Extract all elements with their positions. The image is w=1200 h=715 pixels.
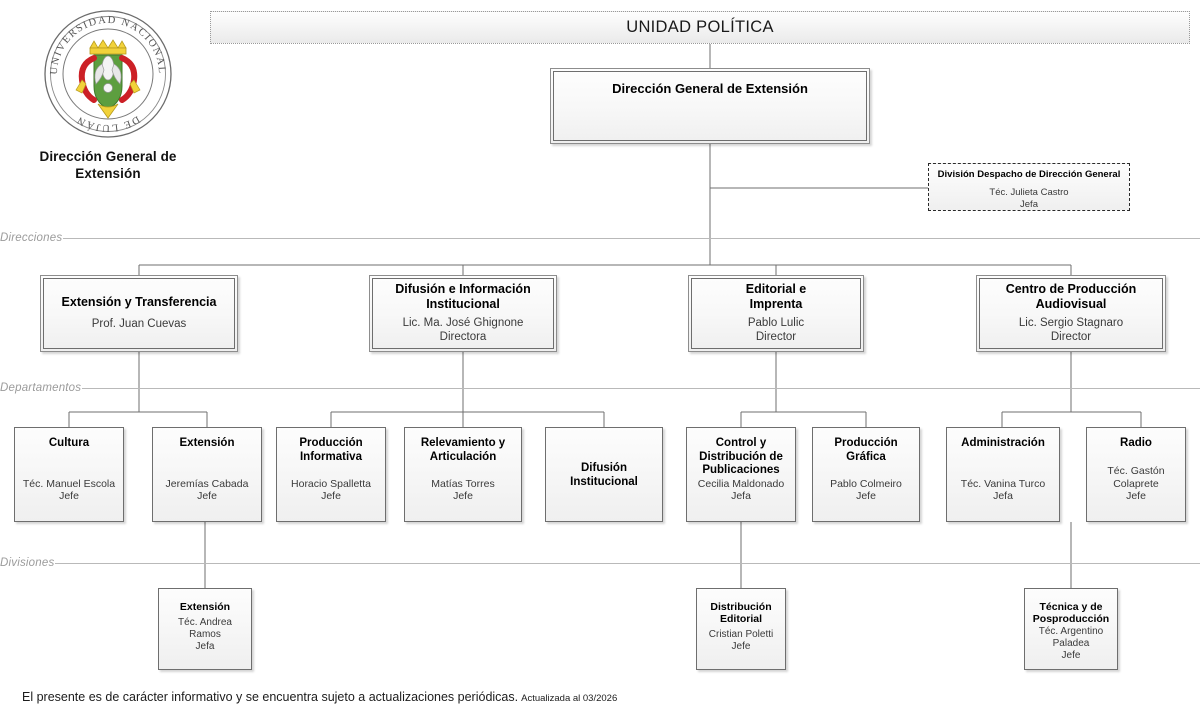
node-person: Lic. Ma. José Ghignone	[402, 316, 524, 329]
row-label-divisiones: Divisiones	[0, 557, 55, 569]
node-person: Matías Torres	[431, 477, 495, 490]
university-logo-block: UNIVERSIDAD NACIONAL DE LUJÁN Direcc	[18, 8, 198, 183]
node-role: Jefe	[856, 490, 876, 503]
node-role: Jefe	[1126, 490, 1146, 503]
node-person: Horacio Spalletta	[291, 477, 371, 490]
node-title: Producción Gráfica	[834, 437, 898, 463]
node-person: Téc. Vanina Turco	[960, 477, 1046, 490]
node-role: Director	[1050, 330, 1092, 343]
node-difusion-institucional[interactable]: Difusión Institucional	[545, 427, 663, 522]
node-role: Director	[755, 330, 797, 343]
node-radio[interactable]: Radio Téc. Gastón Colaprete Jefe	[1086, 427, 1186, 522]
node-title: Control y Distribución de Publicaciones	[699, 437, 783, 477]
node-title: Extensión	[179, 601, 231, 613]
node-person: Cecilia Maldonado	[697, 477, 785, 490]
row-separator-divisiones: Divisiones	[0, 556, 1200, 570]
node-produccion-informativa[interactable]: Producción Informativa Horacio Spalletta…	[276, 427, 386, 522]
node-person: Pablo Lulic	[747, 316, 805, 329]
node-role: Jefe	[1061, 649, 1081, 661]
node-person: Lic. Sergio Stagnaro	[1018, 316, 1124, 329]
node-administracion[interactable]: Administración Téc. Vanina Turco Jefa	[946, 427, 1060, 522]
node-cultura[interactable]: Cultura Téc. Manuel Escola Jefe	[14, 427, 124, 522]
node-title: Difusión e Información Institucional	[395, 282, 531, 312]
node-person: Téc. Gastón Colaprete	[1107, 465, 1165, 490]
node-extension-y-transferencia[interactable]: Extensión y Transferencia Prof. Juan Cue…	[40, 275, 238, 352]
node-role: Jefe	[321, 490, 341, 503]
node-division-extension[interactable]: Extensión Téc. Andrea Ramos Jefa	[158, 588, 252, 670]
node-extension-departamento[interactable]: Extensión Jeremías Cabada Jefe	[152, 427, 262, 522]
node-role: Jefe	[731, 641, 751, 652]
row-label-departamentos: Departamentos	[0, 382, 82, 394]
node-title: Editorial e Imprenta	[745, 282, 807, 312]
node-title: Difusión Institucional	[570, 462, 638, 488]
node-title: División Despacho de Dirección General	[937, 169, 1121, 180]
node-title: Administración	[961, 437, 1045, 449]
row-rule	[63, 237, 1200, 239]
node-person: Téc. Argentino Paladea	[1038, 625, 1104, 649]
row-rule	[55, 562, 1200, 564]
node-title: Producción Informativa	[299, 437, 363, 463]
node-title: Radio	[1120, 437, 1152, 449]
node-role: Jefe	[197, 490, 217, 503]
node-role: Jefa	[195, 641, 215, 652]
node-title: Distribución Editorial	[710, 601, 772, 626]
logo-caption: Dirección General de Extensión	[39, 149, 177, 182]
node-editorial-e-imprenta[interactable]: Editorial e Imprenta Pablo Lulic Directo…	[688, 275, 864, 352]
footer-updated-date: Actualizada al 03/2026	[521, 693, 618, 704]
footer-disclaimer: El presente es de carácter informativo y…	[22, 690, 519, 704]
node-person: Téc. Andrea Ramos	[178, 617, 232, 640]
node-person: Téc. Julieta Castro	[989, 187, 1069, 199]
node-control-y-distribucion-de-publicaciones[interactable]: Control y Distribución de Publicaciones …	[686, 427, 796, 522]
node-title: Relevamiento y Articulación	[420, 437, 506, 463]
node-difusion-e-informacion-institucional[interactable]: Difusión e Información Institucional Lic…	[369, 275, 557, 352]
node-person: Cristian Poletti	[708, 629, 774, 640]
node-title: Técnica y de Posproducción	[1032, 601, 1110, 626]
node-title: Extensión	[179, 437, 235, 449]
row-label-direcciones: Direcciones	[0, 232, 63, 244]
row-separator-direcciones: Direcciones	[0, 231, 1200, 245]
footer-note: El presente es de carácter informativo y…	[22, 688, 617, 706]
node-role: Jefa	[993, 490, 1013, 503]
node-direccion-general-de-extension[interactable]: Dirección General de Extensión	[550, 68, 870, 144]
node-role: Jefe	[453, 490, 473, 503]
node-produccion-grafica[interactable]: Producción Gráfica Pablo Colmeiro Jefe	[812, 427, 920, 522]
node-role: Directora	[439, 330, 487, 343]
universidad-nacional-de-lujan-seal-icon: UNIVERSIDAD NACIONAL DE LUJÁN	[44, 10, 172, 138]
node-title: Extensión y Transferencia	[61, 294, 217, 309]
node-division-distribucion-editorial[interactable]: Distribución Editorial Cristian Poletti …	[696, 588, 786, 670]
node-relevamiento-y-articulacion[interactable]: Relevamiento y Articulación Matías Torre…	[404, 427, 522, 522]
node-centro-de-produccion-audiovisual[interactable]: Centro de Producción Audiovisual Lic. Se…	[976, 275, 1166, 352]
node-title: Centro de Producción Audiovisual	[1005, 282, 1137, 312]
row-rule	[82, 387, 1200, 389]
node-title: Cultura	[48, 437, 90, 449]
node-person: Prof. Juan Cuevas	[91, 318, 187, 331]
unidad-politica-label: UNIDAD POLÍTICA	[626, 18, 774, 36]
node-title: Dirección General de Extensión	[612, 81, 808, 96]
node-person: Téc. Manuel Escola	[22, 477, 116, 490]
row-separator-departamentos: Departamentos	[0, 381, 1200, 395]
node-person: Jeremías Cabada	[165, 477, 249, 490]
node-division-tecnica-y-de-posproduccion[interactable]: Técnica y de Posproducción Téc. Argentin…	[1024, 588, 1118, 670]
unidad-politica-banner: UNIDAD POLÍTICA	[210, 11, 1190, 44]
node-role: Jefe	[59, 490, 79, 503]
node-person: Pablo Colmeiro	[830, 477, 902, 490]
node-role: Jefa	[731, 490, 751, 503]
node-division-despacho-de-direccion-general[interactable]: División Despacho de Dirección General T…	[928, 163, 1130, 211]
node-role: Jefa	[1020, 198, 1038, 210]
